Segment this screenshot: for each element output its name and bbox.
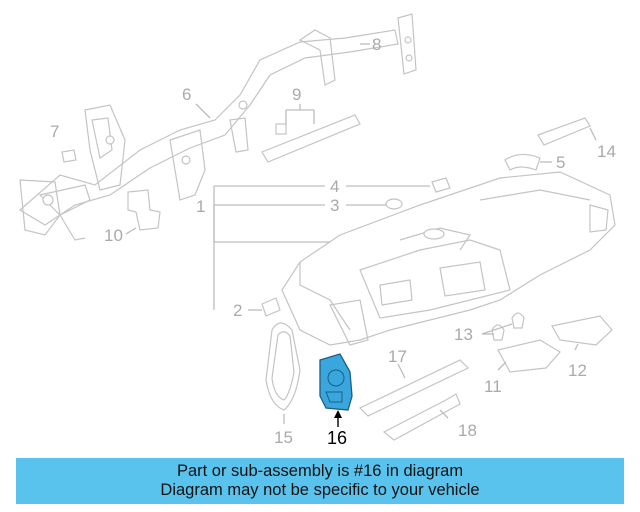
info-banner: Part or sub-assembly is #16 in diagram D… (16, 458, 624, 504)
panel-part-11 (497, 339, 561, 373)
callout-13: 13 (454, 325, 473, 344)
callout-labels: 1 2 3 4 5 6 7 8 9 10 11 12 13 14 15 16 1… (50, 35, 616, 448)
clip-part-4 (431, 177, 451, 193)
instrument-panel (281, 171, 616, 346)
highlighted-part-16[interactable] (319, 353, 353, 411)
callout-18: 18 (458, 421, 477, 440)
callout-9: 9 (292, 85, 301, 104)
panel-part-15 (265, 322, 301, 411)
callout-14: 14 (597, 142, 616, 161)
rail-part-18 (382, 393, 461, 441)
callout-11: 11 (484, 377, 502, 396)
callout-2: 2 (233, 301, 242, 320)
bracket-part-8 (397, 13, 417, 75)
callout-8: 8 (372, 35, 381, 54)
rail-part-17 (358, 359, 470, 417)
leader-lines (125, 43, 597, 424)
arrow-to-part-16 (334, 410, 342, 427)
panel-part-12 (551, 315, 613, 346)
strip-part-14 (537, 117, 591, 146)
vent-part-5 (504, 153, 541, 171)
cross-car-beam (18, 29, 399, 241)
bar-part-9 (261, 114, 361, 163)
banner-line-2: Diagram may not be specific to your vehi… (160, 481, 480, 499)
callout-7: 7 (50, 122, 59, 141)
callout-1: 1 (196, 197, 205, 216)
parts-diagram: 1 2 3 4 5 6 7 8 9 10 11 12 13 14 15 16 1… (18, 13, 616, 448)
bracket-part-10 (127, 189, 161, 231)
clip-part-13 (491, 312, 525, 341)
grommet-part-3 (385, 198, 403, 210)
callout-16: 16 (327, 428, 347, 448)
clip-part-2 (261, 297, 281, 317)
callout-3: 3 (330, 196, 339, 215)
callout-5: 5 (556, 153, 565, 172)
callout-4: 4 (330, 177, 339, 196)
callout-15: 15 (274, 428, 293, 447)
callout-17: 17 (388, 347, 407, 366)
callout-6: 6 (182, 85, 191, 104)
callout-10: 10 (104, 226, 123, 245)
banner-line-1: Part or sub-assembly is #16 in diagram (176, 462, 464, 480)
callout-12: 12 (568, 361, 587, 380)
clip-part-7 (61, 149, 77, 163)
